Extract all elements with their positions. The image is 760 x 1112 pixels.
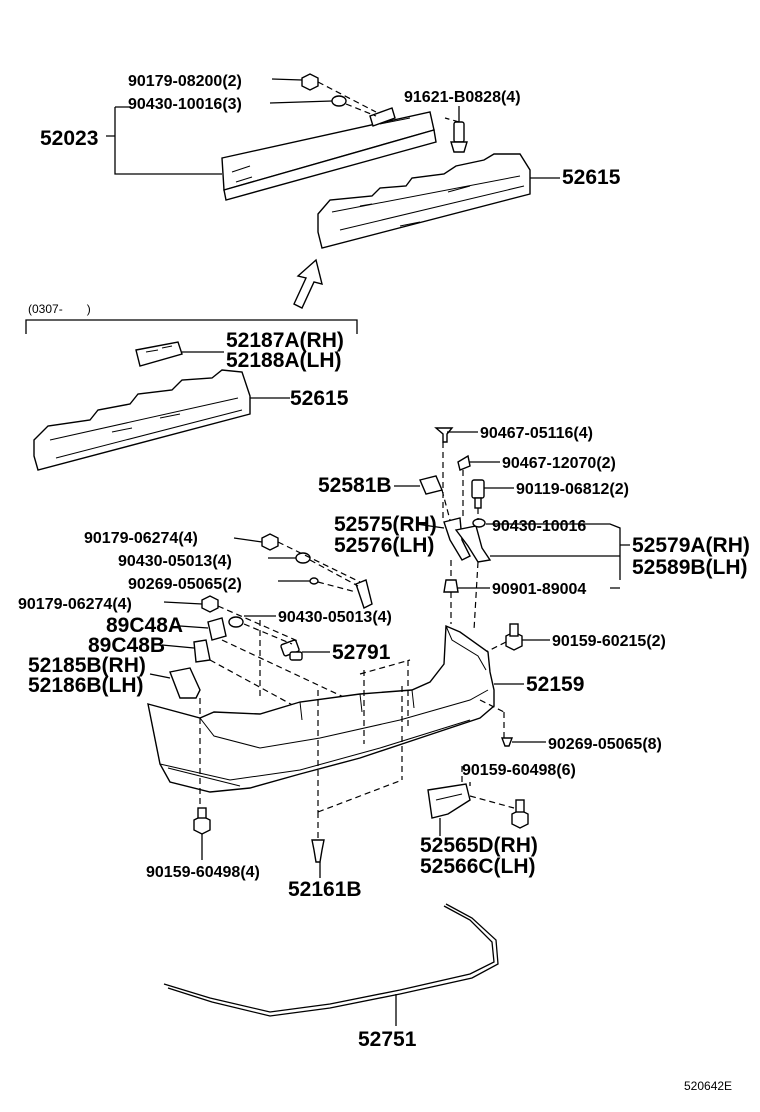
nut-90179-06274-b — [201, 595, 219, 613]
washer-90430-05013-a — [295, 552, 311, 564]
label-52566c: 52566C(LH) — [420, 855, 536, 878]
clip-90901-89004 — [443, 579, 459, 593]
label-90430-05013-b: 90430-05013(4) — [278, 609, 392, 626]
washer-90430-05013-b — [228, 616, 244, 628]
date-bracket — [25, 319, 358, 334]
label-52615-top: 52615 — [562, 166, 621, 189]
label-52188a: 52188A(LH) — [226, 349, 342, 372]
label-90159-60215: 90159-60215(2) — [552, 633, 666, 650]
washer-90430-10016-right — [472, 518, 486, 528]
clip-90467-05116 — [434, 427, 454, 443]
label-90467-12070: 90467-12070(2) — [502, 455, 616, 472]
label-52576: 52576(LH) — [334, 534, 434, 557]
label-52185b: 52185B(RH) — [28, 654, 146, 677]
label-52615-lower: 52615 — [290, 387, 349, 410]
label-91621-b0828: 91621-B0828(4) — [404, 89, 521, 106]
label-90179-06274-b: 90179-06274(4) — [18, 596, 132, 613]
label-90269-05065-2: 90269-05065(2) — [128, 576, 242, 593]
direction-arrow — [293, 258, 323, 309]
label-52161b: 52161B — [288, 878, 362, 901]
stud-bolt-a — [355, 579, 373, 609]
label-52159: 52159 — [526, 673, 584, 696]
bracket-52575 — [443, 517, 471, 561]
label-52187a: 52187A(RH) — [226, 329, 344, 352]
clip-52161b — [311, 839, 325, 863]
bolt-90159-60498-4 — [193, 807, 211, 835]
leader-lines — [106, 78, 630, 1026]
label-52565d: 52565D(RH) — [420, 834, 538, 857]
bracket-52185b — [169, 667, 201, 699]
label-52751: 52751 — [358, 1028, 417, 1051]
label-52791: 52791 — [332, 641, 391, 664]
label-90159-60498-4: 90159-60498(4) — [146, 864, 260, 881]
clip-90467-12070 — [457, 454, 471, 471]
retainer-89c48a — [207, 617, 227, 641]
bolt-90159-60215 — [505, 623, 523, 651]
label-52579a: 52579A(RH) — [632, 534, 750, 557]
screw-90269-05065-a — [309, 577, 319, 585]
bumper-cover-52159 — [147, 624, 495, 793]
label-89c48a: 89C48A — [106, 614, 183, 637]
molding-52751 — [163, 903, 499, 1017]
washer-90430-10016 — [331, 95, 347, 107]
labels: 90179-08200(2) 90430-10016(3) 52023 9162… — [18, 73, 750, 1093]
absorber-52615-lower — [33, 369, 251, 471]
label-90179-06274-a: 90179-06274(4) — [84, 530, 198, 547]
label-52575: 52575(RH) — [334, 513, 437, 536]
bracket-52565d — [427, 783, 471, 819]
figure-code: 520642E — [684, 1079, 732, 1093]
label-89c48b: 89C48B — [88, 634, 165, 657]
label-90159-60498-6: 90159-60498(6) — [462, 762, 576, 779]
label-90467-05116: 90467-05116(4) — [480, 425, 593, 442]
retainer-89c48b — [193, 639, 211, 663]
bolt-91621-b0828 — [450, 121, 468, 153]
label-90430-10016-right: 90430-10016 — [492, 518, 586, 535]
bracket-52187a — [135, 341, 183, 367]
bolt-90119-06812 — [471, 479, 485, 509]
absorber-52615-top — [317, 153, 531, 249]
bolt-52791 — [280, 639, 303, 661]
label-date-range: (0307- ) — [28, 302, 91, 316]
nut-90179-08200 — [301, 73, 319, 91]
nut-90179-06274-a — [261, 533, 279, 551]
screw-90269-05065-8 — [500, 737, 514, 747]
label-52589b: 52589B(LH) — [632, 556, 748, 579]
label-90430-05013-a: 90430-05013(4) — [118, 553, 232, 570]
label-52023: 52023 — [40, 127, 98, 150]
bolt-90159-60498-6 — [511, 799, 529, 829]
label-90901-89004: 90901-89004 — [492, 581, 586, 598]
label-90430-10016-3: 90430-10016(3) — [128, 96, 242, 113]
reinforcement-52023 — [221, 107, 437, 201]
label-90269-05065-8: 90269-05065(8) — [548, 736, 662, 753]
label-52186b: 52186B(LH) — [28, 674, 144, 697]
retainer-52581b — [419, 475, 443, 495]
label-90179-08200: 90179-08200(2) — [128, 73, 242, 90]
label-90119-06812: 90119-06812(2) — [516, 481, 629, 498]
label-52581b: 52581B — [318, 474, 392, 497]
